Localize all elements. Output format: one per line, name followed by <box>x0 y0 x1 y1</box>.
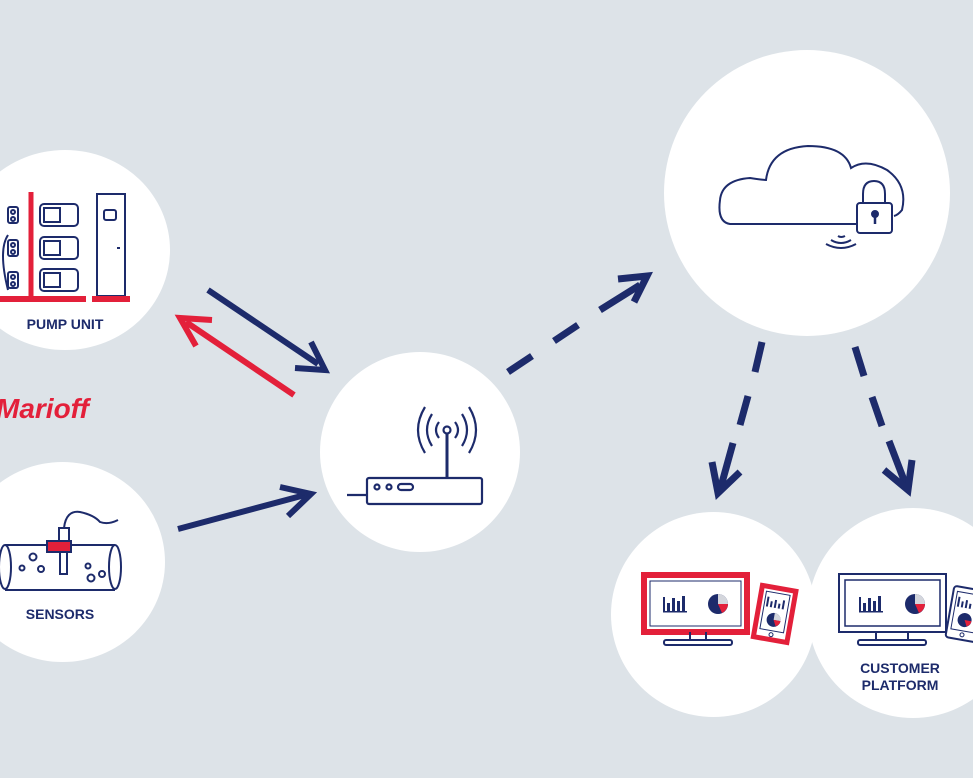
sensors-node <box>0 462 165 662</box>
arrow-cloud-to-marioff-platform <box>708 341 766 500</box>
arrow-cloud-to-customer-platform <box>851 345 916 497</box>
customer-platform-label-line2: PLATFORM <box>861 677 939 693</box>
pipe-sensor-icon <box>0 510 122 591</box>
arrow-gateway-to-pump <box>174 314 296 398</box>
arrow-pump-to-gateway <box>206 287 331 374</box>
marioff-logo: Marioff <box>0 393 89 424</box>
gateway-node <box>320 352 520 552</box>
dashboard-devices-red-icon <box>641 572 799 646</box>
secure-cloud-icon <box>718 144 905 249</box>
customer-platform-label-line1: CUSTOMER <box>860 660 940 676</box>
pump-unit-icon <box>0 192 130 302</box>
dashboard-devices-blue-icon <box>838 573 973 646</box>
pump-unit-label: PUMP UNIT <box>26 316 104 332</box>
sensors-label: SENSORS <box>25 606 95 622</box>
pump-unit-node <box>0 150 170 350</box>
router-icon <box>347 406 484 506</box>
arrow-gateway-to-cloud <box>506 271 653 375</box>
arrow-sensors-to-gateway <box>177 484 318 532</box>
